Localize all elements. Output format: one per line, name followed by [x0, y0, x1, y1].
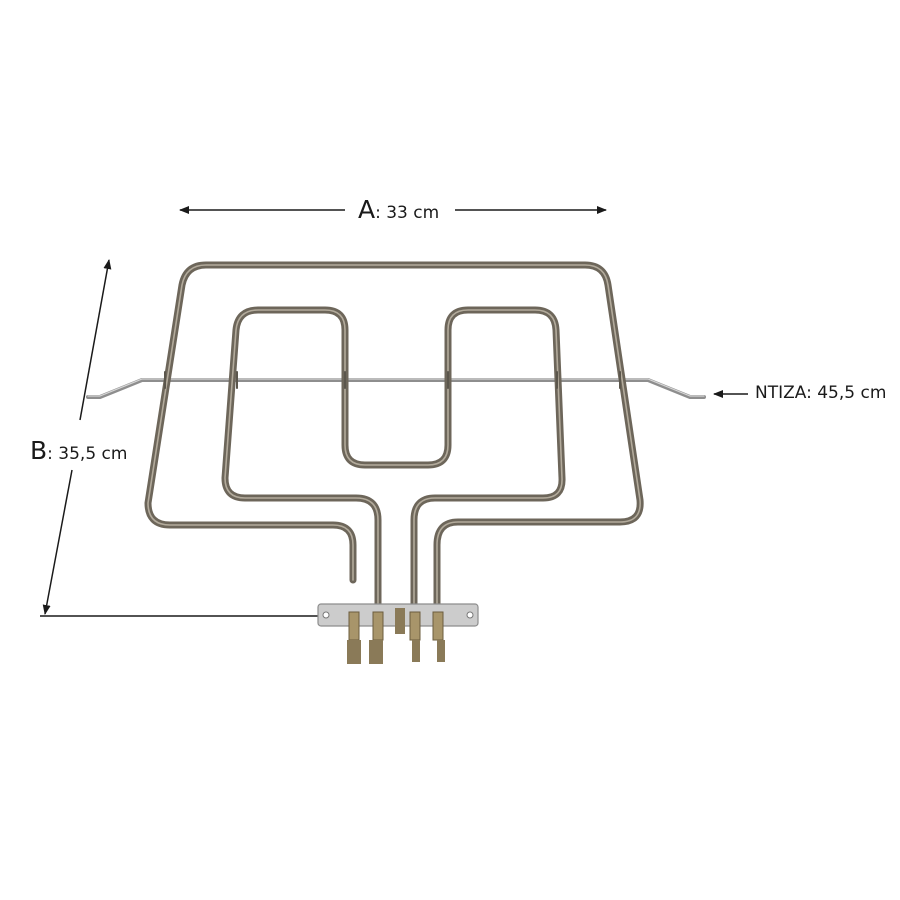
terminal-1 [347, 611, 361, 664]
support-rod [86, 378, 706, 399]
dimension-ntiza-label: NTIZA: 45,5 cm [755, 383, 886, 403]
dimension-a-label: A: 33 cm [358, 195, 439, 224]
dimension-b-label: B: 35,5 cm [30, 436, 127, 465]
inner-tube-loop [221, 306, 566, 619]
dimension-b-value: : 35,5 cm [47, 444, 128, 464]
heating-element-tubes [144, 261, 644, 619]
dimension-a-letter: A [358, 195, 376, 224]
dimension-b-arrows [40, 259, 318, 617]
terminal-2 [369, 611, 384, 664]
dimension-b-arrow-up [79, 259, 112, 421]
dimension-a-value: : 33 cm [375, 203, 440, 223]
dimension-b-letter: B [30, 436, 48, 465]
terminal-3 [409, 611, 421, 662]
terminals [347, 611, 445, 664]
dimension-ntiza-value: NTIZA: 45,5 cm [755, 383, 887, 403]
outer-tube-loop [144, 261, 644, 619]
dimension-b-arrow-down [42, 469, 73, 615]
mounting-plate [317, 603, 479, 634]
terminal-4 [432, 611, 445, 662]
